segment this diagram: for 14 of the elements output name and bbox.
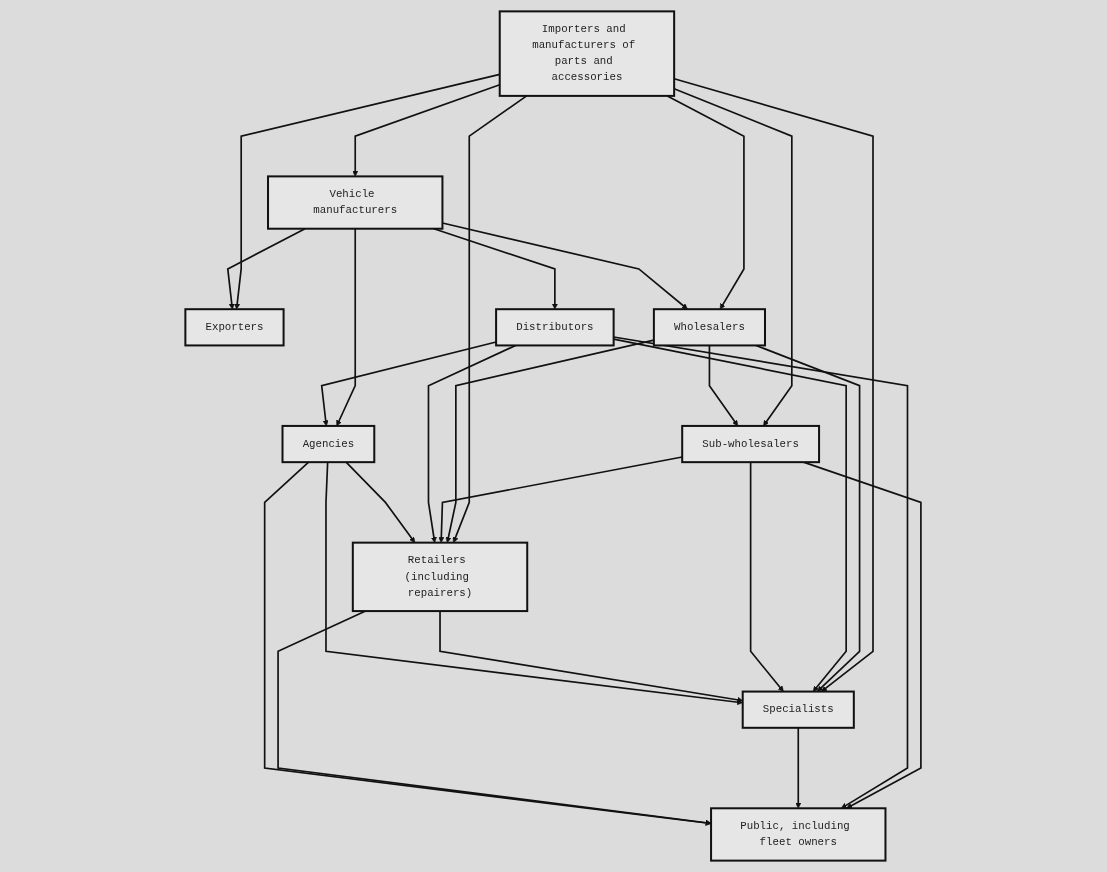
arrow [666,95,746,310]
node-box: Sub-wholesalers [681,424,821,464]
node-box: Specialists [742,690,856,729]
node-box: Retailers (including repairers) [352,541,529,613]
node-box: Distributors [495,308,615,347]
node-box: Public, including fleet owners [710,807,887,862]
arrow [352,83,501,177]
node-box: Agencies [281,424,376,464]
node-box: Importers and manufacturers of parts and accessories [499,10,676,97]
node-box: Vehicle manufacturers [267,175,444,230]
node-box: Wholesalers [653,308,767,347]
arrow [453,95,528,543]
arrow [234,73,501,310]
node-box: Exporters [184,308,285,347]
